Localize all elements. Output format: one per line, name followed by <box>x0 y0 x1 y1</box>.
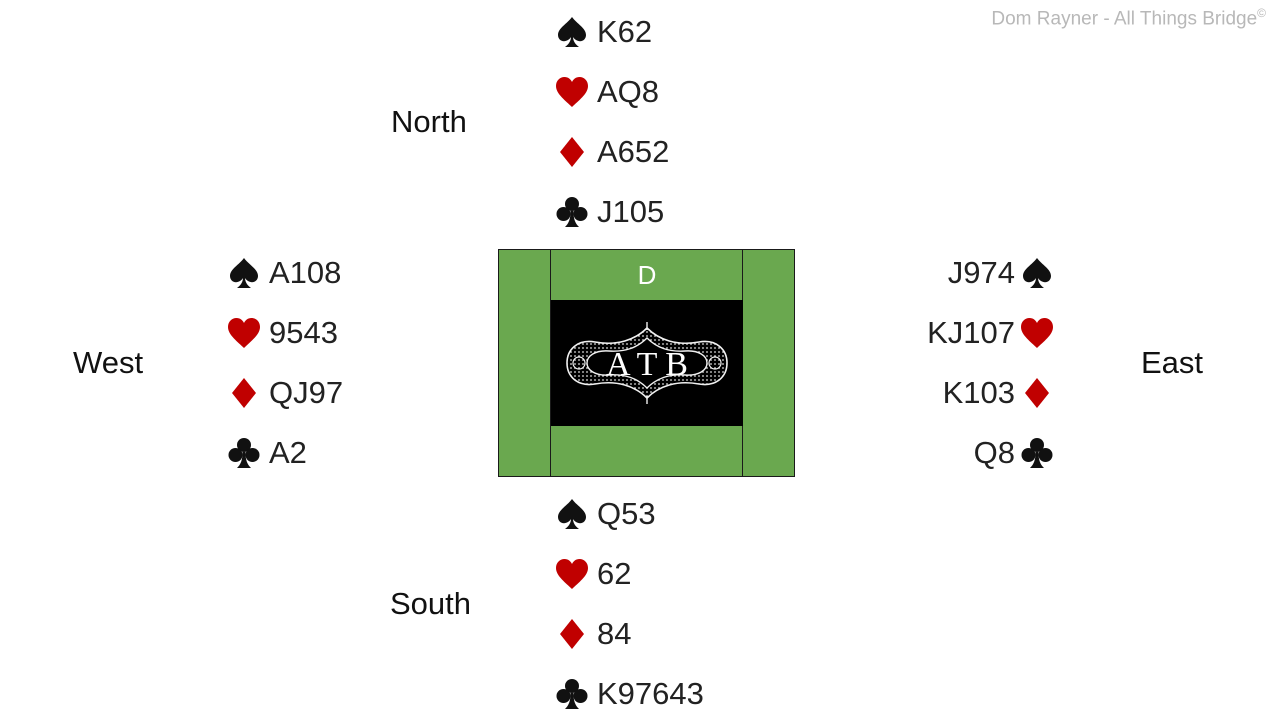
bridge-table: D A T B <box>498 249 795 477</box>
copyright-credit: Dom Rayner - All Things Bridge© <box>991 6 1266 30</box>
north-spades-cards: K62 <box>597 14 653 49</box>
south-spades-cards: Q53 <box>597 496 656 531</box>
north-clubs-cards: J105 <box>597 194 665 229</box>
logo-panel: A T B <box>551 300 743 426</box>
north-hearts-row: AQ8 <box>554 62 669 122</box>
logo-text: A T B <box>606 346 688 383</box>
south-clubs-row: K97643 <box>554 664 704 724</box>
east-clubs-row: Q8 <box>900 423 1055 483</box>
south-diamonds-cards: 84 <box>597 616 632 651</box>
north-clubs-row: J105 <box>554 182 669 242</box>
east-hand: J974 KJ107 K103 Q8 <box>900 243 1055 483</box>
club-icon <box>1019 435 1055 471</box>
south-clubs-cards: K97643 <box>597 676 704 711</box>
spade-icon <box>226 255 262 291</box>
club-icon <box>554 676 590 712</box>
heart-icon <box>226 315 262 351</box>
west-diamonds-row: QJ97 <box>226 363 343 423</box>
credit-text: Dom Rayner - All Things Bridge <box>991 8 1258 30</box>
west-clubs-row: A2 <box>226 423 343 483</box>
north-hand: K62 AQ8 A652 J105 <box>554 2 669 242</box>
east-diamonds-row: K103 <box>900 363 1055 423</box>
west-spades-cards: A108 <box>269 255 342 290</box>
south-hearts-row: 62 <box>554 544 704 604</box>
south-hand: Q53 62 84 K97643 <box>554 484 704 724</box>
club-icon <box>226 435 262 471</box>
heart-icon <box>1019 315 1055 351</box>
seat-label-south: South <box>390 586 472 621</box>
atb-logo: A T B <box>566 322 728 404</box>
east-spades-row: J974 <box>900 243 1055 303</box>
west-hand: A108 9543 QJ97 A2 <box>226 243 343 483</box>
diamond-icon <box>226 375 262 411</box>
spade-icon <box>1019 255 1055 291</box>
club-icon <box>554 194 590 230</box>
north-spades-row: K62 <box>554 2 669 62</box>
east-hearts-row: KJ107 <box>900 303 1055 363</box>
seat-label-north: North <box>391 104 467 139</box>
diamond-icon <box>554 134 590 170</box>
east-clubs-cards: Q8 <box>973 435 1015 470</box>
heart-icon <box>554 74 590 110</box>
west-hearts-cards: 9543 <box>269 315 338 350</box>
dealer-indicator: D <box>637 260 657 290</box>
west-clubs-cards: A2 <box>269 435 307 470</box>
east-hearts-cards: KJ107 <box>927 315 1015 350</box>
south-hearts-cards: 62 <box>597 556 632 591</box>
south-diamonds-row: 84 <box>554 604 704 664</box>
north-hearts-cards: AQ8 <box>597 74 660 109</box>
south-spades-row: Q53 <box>554 484 704 544</box>
table-divider-left <box>550 250 551 476</box>
copyright-symbol: © <box>1257 6 1266 20</box>
west-hearts-row: 9543 <box>226 303 343 363</box>
east-spades-cards: J974 <box>947 255 1015 290</box>
spade-icon <box>554 496 590 532</box>
north-diamonds-cards: A652 <box>597 134 670 169</box>
diamond-icon <box>554 616 590 652</box>
north-diamonds-row: A652 <box>554 122 669 182</box>
seat-label-west: West <box>73 345 144 380</box>
heart-icon <box>554 556 590 592</box>
seat-label-east: East <box>1141 345 1204 380</box>
diamond-icon <box>1019 375 1055 411</box>
east-diamonds-cards: K103 <box>942 375 1015 410</box>
west-diamonds-cards: QJ97 <box>269 375 344 410</box>
spade-icon <box>554 14 590 50</box>
west-spades-row: A108 <box>226 243 343 303</box>
